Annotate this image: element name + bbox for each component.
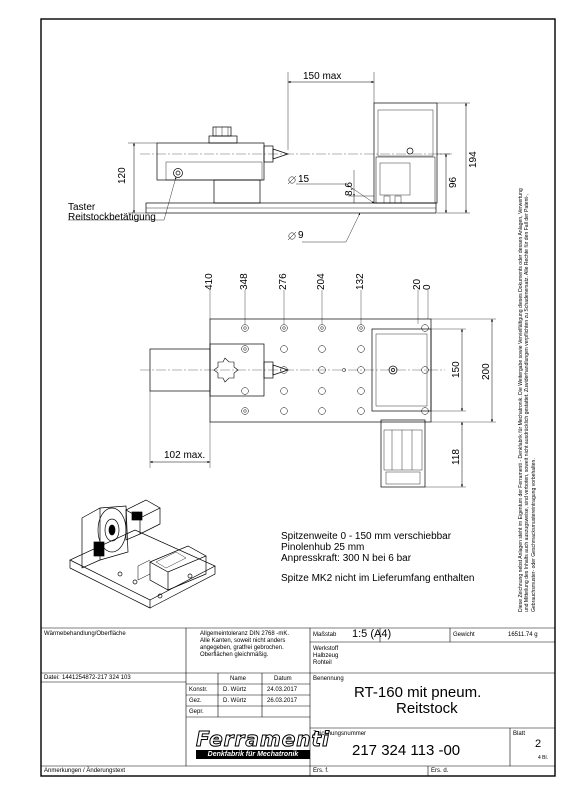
raw-part-label: Rohteil [313,660,332,666]
drawing-no-label: Zeichnungsnummer [313,731,367,737]
dim-200: 200 [481,363,492,380]
drawing-title-line-2: Reitstock [396,700,458,717]
dim-diameter-9: 9 [298,230,304,241]
brand-name: Ferramenti [196,727,330,751]
isometric-view [69,499,216,609]
dim-118: 118 [451,449,462,465]
dim-150: 150 [451,361,462,378]
dim-194: 194 [468,151,479,168]
sheet-label: Blatt [513,731,526,737]
semi-finished-label: Halbzeug [313,653,339,659]
top-view [140,290,496,488]
date-header: Datum [274,676,292,682]
dim-150-max: 150 max [303,71,342,82]
dim-0: 0 [422,284,433,290]
designation-label: Benennung [313,676,344,682]
dim-8-6: 8,6 [344,182,355,196]
dim-diameter-15: 15 [298,174,310,185]
reitstockbetaetigung-label: Reitstockbetätigung [68,212,156,223]
dim-132: 132 [355,273,366,290]
tolerance-line-1: Allgemeintoleranz DIN 2768 -mK. [200,631,290,637]
spec-note: Spitze MK2 nicht im Lieferumfang enthalt… [281,573,475,584]
remarks-label: Anmerkungen / Änderungstext [44,768,126,774]
sheet-border [40,18,556,777]
drawing-title-line-1: RT-160 mit pneum. [354,684,482,701]
tolerance-line-3: angegeben, gratfrei gebrochen. [200,645,284,651]
row-konstr-label: Konstr. [189,687,208,693]
dim-102-max: 102 max. [164,450,206,461]
sheet-value: 2 [535,738,542,750]
tolerance-line-2: Alle Kanten, soweit nicht anders [200,638,286,644]
side-view [68,72,470,243]
drawing-number: 217 324 113 -00 [352,742,461,759]
dim-276: 276 [278,273,289,290]
taster-label: Taster [68,202,96,213]
dim-348: 348 [239,273,250,290]
dim-120: 120 [117,167,128,184]
material-label: Werkstoff [313,646,339,652]
row-gez-date: 26.03.2017 [267,698,298,704]
tolerance-line-4: Oberflächen gleichmäßig. [200,652,269,658]
scale-value: 1:5 (A4) [352,628,392,640]
weight-label: Gewicht [453,632,475,638]
spec-anpresskraft: Anpresskraft: 300 N bei 6 bar [281,553,412,564]
ownership-note: Diese Zeichnung nebst Anlagen steht im E… [518,188,537,612]
spec-spitzenweite: Spitzenweite 0 - 150 mm verschiebbar [281,531,452,542]
row-gez-label: Gez. [189,698,202,704]
heat-treatment-label: Wärmebehandlung/Oberfläche [44,631,126,637]
row-gepr-label: Gepr. [189,709,204,715]
replaced-by-label: Ers. d. [431,768,449,774]
file-value: 1441254872-217 324 103 [62,675,131,681]
replaces-label: Ers. f. [313,768,329,774]
ferramenti-logo: Ferramenti Denkfabrik für Mechatronik [196,727,330,762]
title-block [41,627,555,776]
dim-410: 410 [204,273,215,290]
weight-value: 16511.74 g [508,632,538,638]
row-konstr-name: D. Würtz [223,687,247,693]
dim-204: 204 [316,273,327,290]
name-header: Name [230,676,247,682]
scale-label: Maßstab [313,632,337,638]
file-label: Datei: [44,675,60,681]
spec-pinolenhub: Pinolenhub 25 mm [281,542,365,553]
sheet-total: 4 Bl. [538,755,549,761]
dim-96: 96 [448,176,459,188]
brand-tagline: Denkfabrik für Mechatronik [196,750,310,759]
row-gez-name: D. Würtz [223,698,247,704]
row-konstr-date: 24.03.2017 [267,687,298,693]
